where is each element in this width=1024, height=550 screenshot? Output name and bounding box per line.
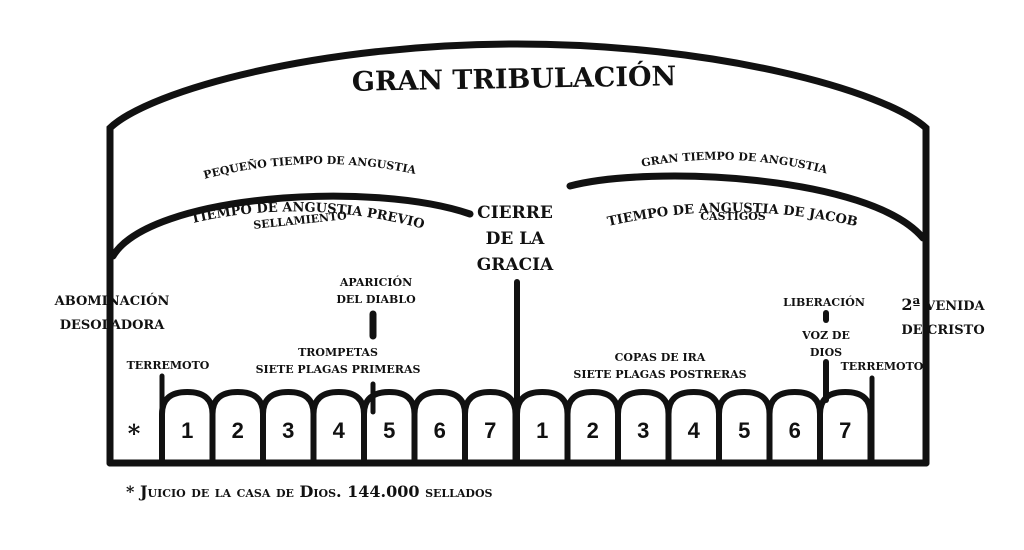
cierre-line2: DE LA <box>486 229 546 249</box>
diagram-title: GRAN TRIBULACIÓN <box>352 58 677 98</box>
copas-line2: SIETE PLAGAS POSTRERAS <box>573 368 746 381</box>
trumpet-arch-7 <box>462 388 519 466</box>
voz-line2: DIOS <box>810 346 842 359</box>
asterisk-marker: * <box>128 419 141 448</box>
trumpet-number-3: 3 <box>282 418 294 443</box>
abominacion-line1: ABOMINACIÓN <box>54 292 170 309</box>
trumpet-number-7: 7 <box>484 418 496 443</box>
outer-dome <box>106 40 930 467</box>
plague-number-5: 5 <box>738 418 750 443</box>
liberacion-label: LIBERACIÓN <box>783 295 865 309</box>
terremoto-left-label: TERREMOTO <box>127 359 210 372</box>
plague-arches: 1 2 3 4 5 6 7 <box>514 388 874 466</box>
plague-number-4: 4 <box>688 418 701 443</box>
plague-number-2: 2 <box>587 418 599 443</box>
plague-number-7: 7 <box>839 418 851 443</box>
voz-line1: VOZ DE <box>801 329 850 342</box>
right-inner-arc <box>566 172 927 242</box>
plague-arch-7 <box>817 388 874 466</box>
aparicion-line1: APARICIÓN <box>339 275 412 289</box>
trumpet-arches: 1 2 3 4 5 6 7 <box>159 388 519 466</box>
cierre-line3: GRACIA <box>477 255 554 275</box>
trumpet-number-1: 1 <box>181 418 193 443</box>
left-inner-arc <box>109 192 474 260</box>
pequeno-tiempo-label: PEQUEÑO TIEMPO DE ANGUSTIA <box>202 154 417 182</box>
footnote: * Juicio de la casa de Dios. 144.000 sel… <box>126 482 493 501</box>
copas-line1: COPAS DE IRA <box>615 351 706 364</box>
venida-line2: DE CRISTO <box>901 323 984 338</box>
trompetas-line1: TROMPETAS <box>298 346 378 359</box>
cierre-line1: CIERRE <box>477 203 553 223</box>
trumpet-number-6: 6 <box>434 418 446 443</box>
trumpet-number-2: 2 <box>232 418 244 443</box>
trumpet-number-5: 5 <box>383 418 395 443</box>
trumpet-number-4: 4 <box>333 418 346 443</box>
abominacion-line2: DESOLADORA <box>60 318 166 333</box>
plague-number-3: 3 <box>637 418 649 443</box>
trompetas-line2: SIETE PLAGAS PRIMERAS <box>256 363 421 376</box>
castigos-label: CASTIGOS <box>700 210 766 223</box>
gran-tiempo-label: GRAN TIEMPO DE ANGUSTIA <box>640 150 829 177</box>
terremoto-right-label: TERREMOTO <box>841 360 924 373</box>
plague-number-1: 1 <box>536 418 548 443</box>
aparicion-line2: DEL DIABLO <box>336 293 416 306</box>
plague-number-6: 6 <box>789 418 801 443</box>
